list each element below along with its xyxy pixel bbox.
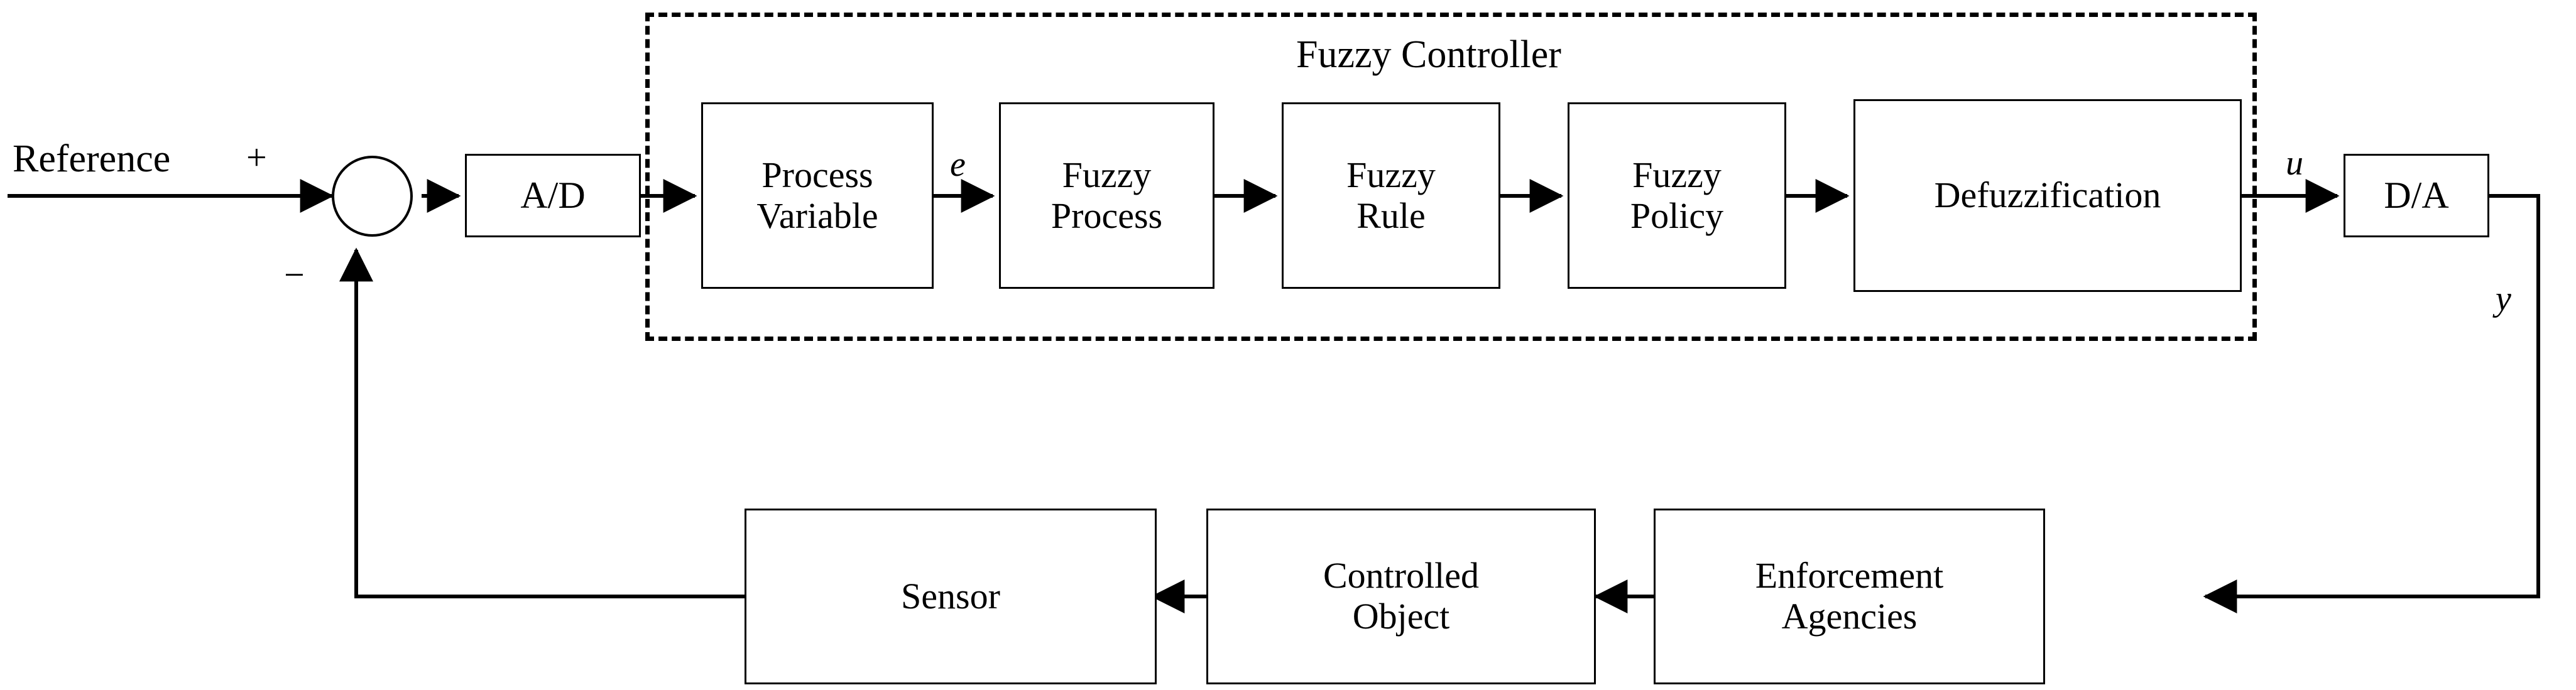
wire-sensor-to-sum: [339, 247, 745, 598]
reference-input-label: Reference: [13, 137, 171, 180]
block-enforcement-agencies[interactable]: Enforcement Agencies: [1654, 509, 2045, 684]
block-sensor[interactable]: Sensor: [745, 509, 1157, 684]
error-signal-label: e: [950, 145, 966, 184]
block-controlled-object[interactable]: Controlled Object: [1206, 509, 1596, 684]
wire-da-output-to-enforcement: [2203, 194, 2540, 613]
control-signal-label: u: [2286, 144, 2303, 183]
block-fuzzy-process[interactable]: Fuzzy Process: [999, 102, 1214, 289]
block-fuzzy-policy[interactable]: Fuzzy Policy: [1568, 102, 1786, 289]
block-ad-converter[interactable]: A/D: [465, 154, 641, 237]
fuzzy-controller-boundary: [645, 13, 2257, 341]
output-signal-label: y: [2496, 279, 2511, 318]
sum-minus-sign: −: [284, 254, 305, 295]
block-fuzzy-rule[interactable]: Fuzzy Rule: [1282, 102, 1500, 289]
block-process-variable[interactable]: Process Variable: [701, 102, 934, 289]
sum-plus-sign: +: [246, 137, 267, 178]
block-da-converter[interactable]: D/A: [2344, 154, 2489, 237]
fuzzy-controller-title: Fuzzy Controller: [1296, 33, 1561, 76]
summing-junction: [332, 156, 413, 237]
block-defuzzification[interactable]: Defuzzification: [1853, 99, 2242, 292]
